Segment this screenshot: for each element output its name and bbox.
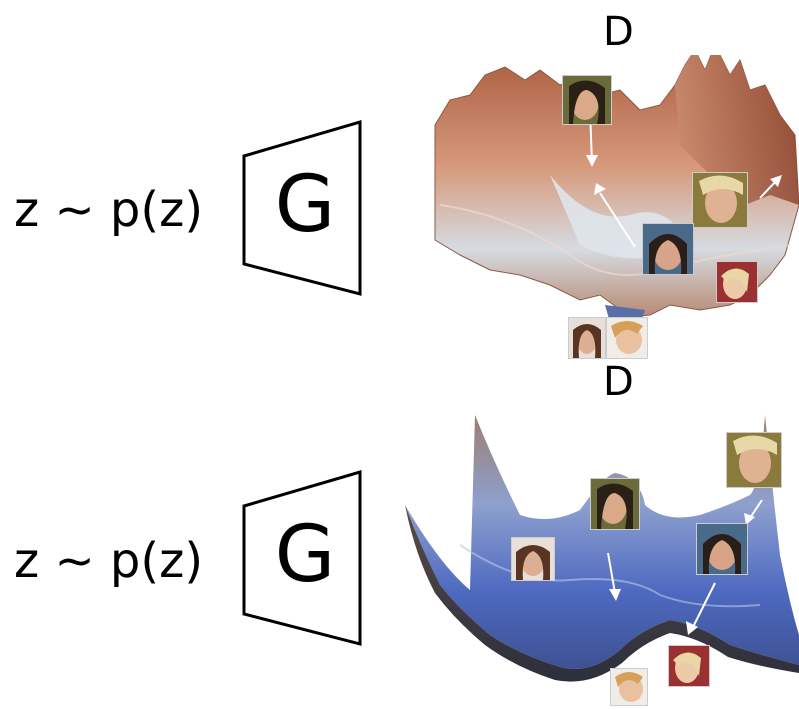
generator-block-bottom: G [238, 468, 368, 648]
face-thumbnail [642, 223, 694, 275]
face-thumbnail [668, 645, 710, 687]
discriminator-rough-landscape [430, 43, 799, 365]
generator-letter-bottom: G [274, 510, 336, 600]
face-thumbnail [716, 261, 758, 303]
face-thumbnail [562, 75, 612, 125]
face-thumbnail [590, 478, 640, 530]
face-thumbnail [696, 523, 748, 575]
noise-distribution-label-top: z ~ p(z) [14, 182, 204, 238]
generator-block-top: G [238, 118, 368, 298]
discriminator-label-bottom: D [603, 359, 634, 405]
generator-letter-top: G [274, 160, 336, 250]
generator-trapezoid-top [242, 119, 362, 296]
face-thumbnail [606, 317, 648, 359]
noise-distribution-label-bottom: z ~ p(z) [14, 533, 204, 589]
face-thumbnail [511, 537, 555, 581]
face-thumbnail [610, 668, 648, 706]
face-thumbnail [692, 172, 748, 228]
face-thumbnail [726, 432, 782, 488]
discriminator-label-top: D [603, 9, 634, 55]
generator-trapezoid-bottom [242, 469, 362, 646]
face-thumbnail [568, 317, 606, 359]
